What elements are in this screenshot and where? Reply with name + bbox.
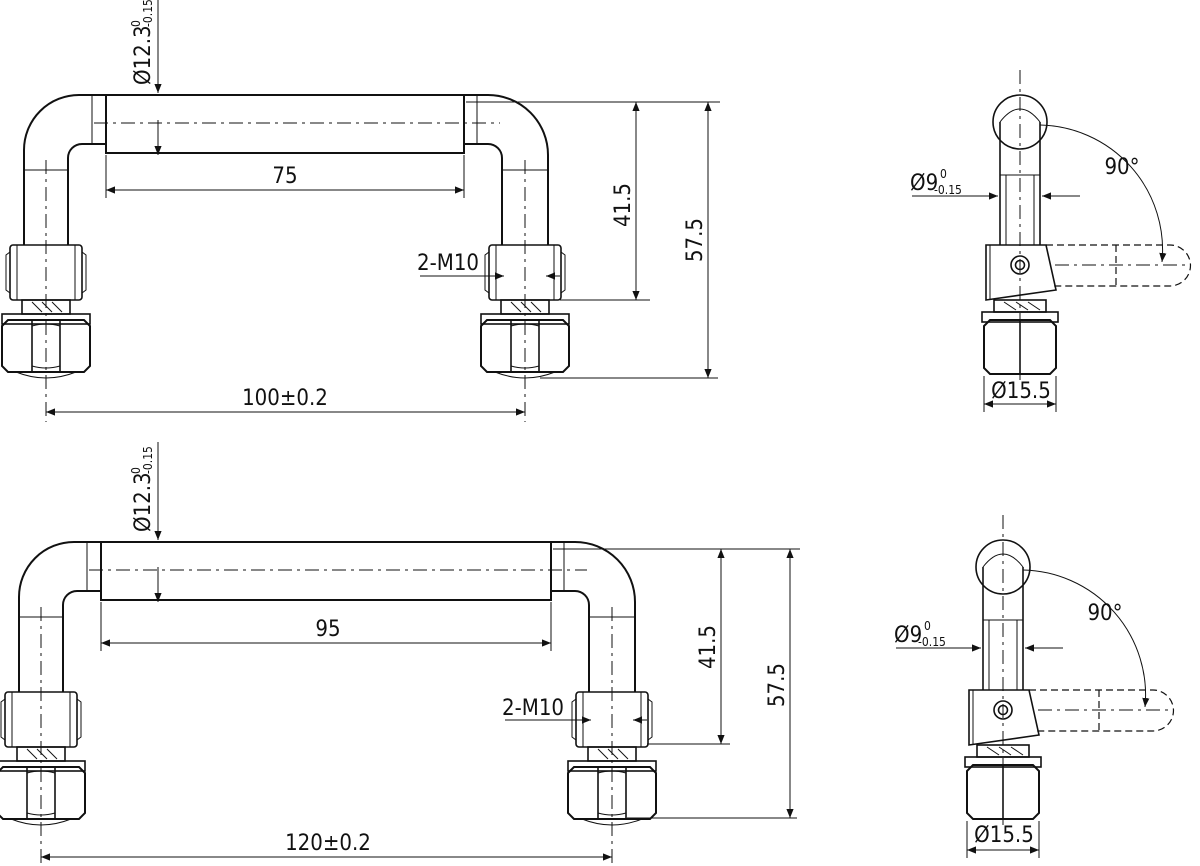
top-side-view: 90° Ø9 0 -0.15 Ø15.5 (910, 69, 1192, 412)
bottom-inner-height-dimension: 41.5 (696, 625, 721, 669)
top-handle-view: 75 100±0.2 Ø12.3 0 -0.15 41.5 57.5 2-M10 (1, 0, 720, 422)
top-diameter-annotation: Ø12.3 0 -0.15 (129, 0, 156, 85)
bottom-pin-diameter-annotation: Ø9 0 -0.15 (894, 619, 946, 649)
top-diameter-label: Ø12.3 (131, 25, 156, 85)
bottom-pin-diameter-label: Ø9 (894, 623, 922, 648)
top-thread-label: 2-M10 (417, 251, 479, 276)
top-base-diameter-label: Ø15.5 (991, 379, 1051, 404)
top-diameter-tol-lower: -0.15 (141, 0, 155, 27)
top-total-height-dimension: 57.5 (683, 218, 708, 262)
bottom-length-dimension: 95 (315, 617, 340, 642)
top-pin-diameter-annotation: Ø9 0 -0.15 (910, 167, 962, 197)
bottom-handle-view: 95 120±0.2 Ø12.3 0 -0.15 41.5 57.5 2-M10 (0, 442, 800, 866)
bottom-thread-label: 2-M10 (502, 696, 564, 721)
bottom-pin-tol-lower: -0.15 (918, 635, 946, 649)
bottom-pin-tol-upper: 0 (924, 619, 931, 633)
top-pin-tol-lower: -0.15 (934, 183, 962, 197)
bottom-diameter-label: Ø12.3 (131, 472, 156, 532)
bottom-angle-label: 90° (1087, 601, 1122, 626)
bottom-total-height-dimension: 57.5 (765, 663, 790, 707)
bottom-diameter-annotation: Ø12.3 0 -0.15 (129, 446, 156, 532)
bottom-diameter-tol-lower: -0.15 (141, 446, 155, 474)
top-inner-height-dimension: 41.5 (611, 183, 636, 227)
top-length-dimension: 75 (272, 164, 297, 189)
top-span-dimension: 100±0.2 (242, 386, 328, 411)
top-diameter-tol-upper: 0 (129, 20, 143, 27)
bottom-diameter-tol-upper: 0 (129, 467, 143, 474)
bottom-span-dimension: 120±0.2 (285, 831, 371, 856)
bottom-base-diameter-label: Ø15.5 (974, 823, 1034, 848)
bottom-side-view: 90° Ø9 0 -0.15 Ø15.5 (894, 514, 1175, 858)
top-pin-tol-upper: 0 (940, 167, 947, 181)
top-pin-diameter-label: Ø9 (910, 171, 938, 196)
top-angle-label: 90° (1104, 155, 1139, 180)
